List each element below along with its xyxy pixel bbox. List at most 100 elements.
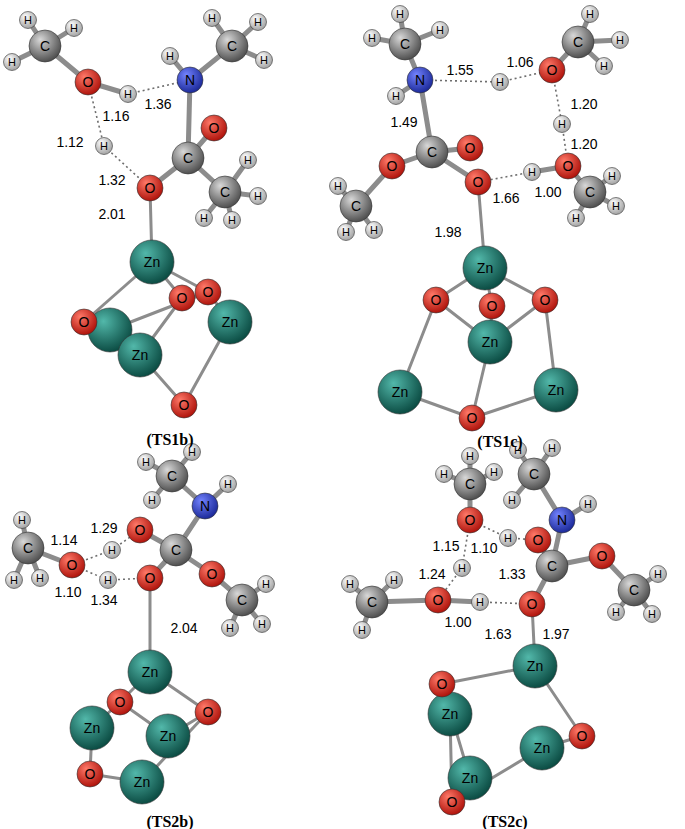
- atom-label: H: [254, 17, 262, 28]
- atom-label: C: [23, 541, 33, 555]
- atom-label: H: [572, 213, 580, 224]
- atom-label: H: [342, 227, 350, 238]
- bond-layer: [12, 14, 658, 802]
- atom-sphere: [222, 620, 239, 637]
- atom-label: O: [85, 767, 96, 781]
- atom-label: H: [18, 515, 26, 526]
- atom-sphere: [120, 86, 137, 103]
- atom-sphere: [454, 468, 486, 500]
- atom-sphere: [554, 116, 571, 133]
- atom-label: H: [368, 33, 376, 44]
- atom-label: O: [115, 695, 126, 709]
- bond-distance: 1.24: [416, 566, 447, 582]
- atom-label: H: [654, 569, 662, 580]
- atom-sphere: [463, 246, 507, 290]
- atom-sphere: [472, 594, 489, 611]
- atom-label: H: [390, 575, 398, 586]
- atom-label: Zn: [84, 721, 100, 735]
- atom-sphere: [118, 333, 162, 377]
- atom-label: C: [367, 595, 377, 609]
- atom-label: N: [185, 73, 195, 87]
- atom-label: O: [207, 567, 218, 581]
- atom-sphere: [439, 789, 465, 815]
- atom-label: O: [533, 533, 544, 547]
- atom-sphere: [14, 512, 31, 529]
- atom-sphere: [459, 405, 485, 431]
- atom-label: H: [100, 141, 108, 152]
- atom-sphere: [172, 142, 204, 174]
- atom-label: O: [67, 558, 78, 572]
- atom-label: H: [104, 575, 112, 586]
- atom-sphere: [250, 14, 267, 31]
- bond-distance: 1.55: [444, 62, 475, 78]
- bond-distance: 2.01: [96, 206, 127, 222]
- atom-sphere: [432, 22, 449, 39]
- atom-label: Zn: [482, 335, 498, 349]
- atom-sphere: [59, 552, 85, 578]
- atom-label: Zn: [392, 385, 408, 399]
- atom-label: H: [436, 25, 444, 36]
- atom-label: C: [167, 469, 177, 483]
- atom-label: H: [262, 579, 270, 590]
- atom-label: O: [547, 63, 558, 77]
- atom-sphere: [386, 572, 403, 589]
- atom-label: H: [124, 89, 132, 100]
- atom-sphere: [66, 20, 83, 37]
- atom-sphere: [608, 604, 625, 621]
- atom-label: H: [258, 619, 266, 630]
- atom-sphere: [486, 464, 503, 481]
- atom-label: H: [396, 9, 404, 20]
- bond-distance: 1.49: [388, 114, 419, 130]
- atom-label: Zn: [527, 659, 543, 673]
- atom-sphere: [127, 517, 153, 543]
- atom-sphere: [138, 454, 155, 471]
- atom-sphere: [171, 392, 197, 418]
- atom-label: H: [346, 579, 354, 590]
- atom-label: H: [504, 533, 512, 544]
- atom-sphere: [32, 570, 49, 587]
- atom-sphere: [569, 723, 595, 749]
- atom-sphere: [423, 287, 449, 313]
- atom-label: C: [220, 185, 230, 199]
- atom-label: H: [148, 495, 156, 506]
- atom-sphere: [518, 458, 550, 490]
- bond-distance: 1.66: [490, 190, 521, 206]
- bond-distance: 1.32: [96, 172, 127, 188]
- atom-label: C: [465, 477, 475, 491]
- bond-distance: 1.12: [54, 134, 85, 150]
- atom-label: H: [612, 201, 620, 212]
- atom-sphere: [177, 67, 203, 93]
- atom-sphere: [224, 212, 241, 229]
- atom-sphere: [555, 153, 581, 179]
- atom-sphere: [436, 466, 453, 483]
- atom-label: H: [476, 597, 484, 608]
- atom-sphere: [492, 74, 509, 91]
- atom-label: H: [558, 119, 566, 130]
- atom-sphere: [100, 572, 117, 589]
- atom-label: C: [427, 145, 437, 159]
- atom-sphere: [468, 320, 512, 364]
- atom-sphere: [340, 190, 372, 222]
- atom-sphere: [407, 67, 433, 93]
- atom-label: O: [387, 159, 398, 173]
- atom-label: C: [400, 37, 410, 51]
- atom-sphere: [580, 496, 597, 513]
- atom-label: H: [600, 61, 608, 72]
- atom-sphere: [6, 572, 23, 589]
- atom-label: N: [415, 73, 425, 87]
- atom-label: H: [466, 451, 474, 462]
- bond-distance: 1.14: [48, 532, 79, 548]
- panel-label: (TS1b): [146, 432, 193, 448]
- atom-label: O: [437, 677, 448, 691]
- atom-sphere: [196, 210, 213, 227]
- atom-sphere: [549, 507, 575, 533]
- atom-sphere: [195, 279, 221, 305]
- bond-distance: 1.10: [52, 584, 83, 600]
- atom-sphere: [220, 476, 237, 493]
- atom-label: C: [547, 559, 557, 573]
- atom-sphere: [644, 606, 661, 623]
- atom-label: H: [514, 445, 522, 456]
- atom-label: Zn: [534, 741, 550, 755]
